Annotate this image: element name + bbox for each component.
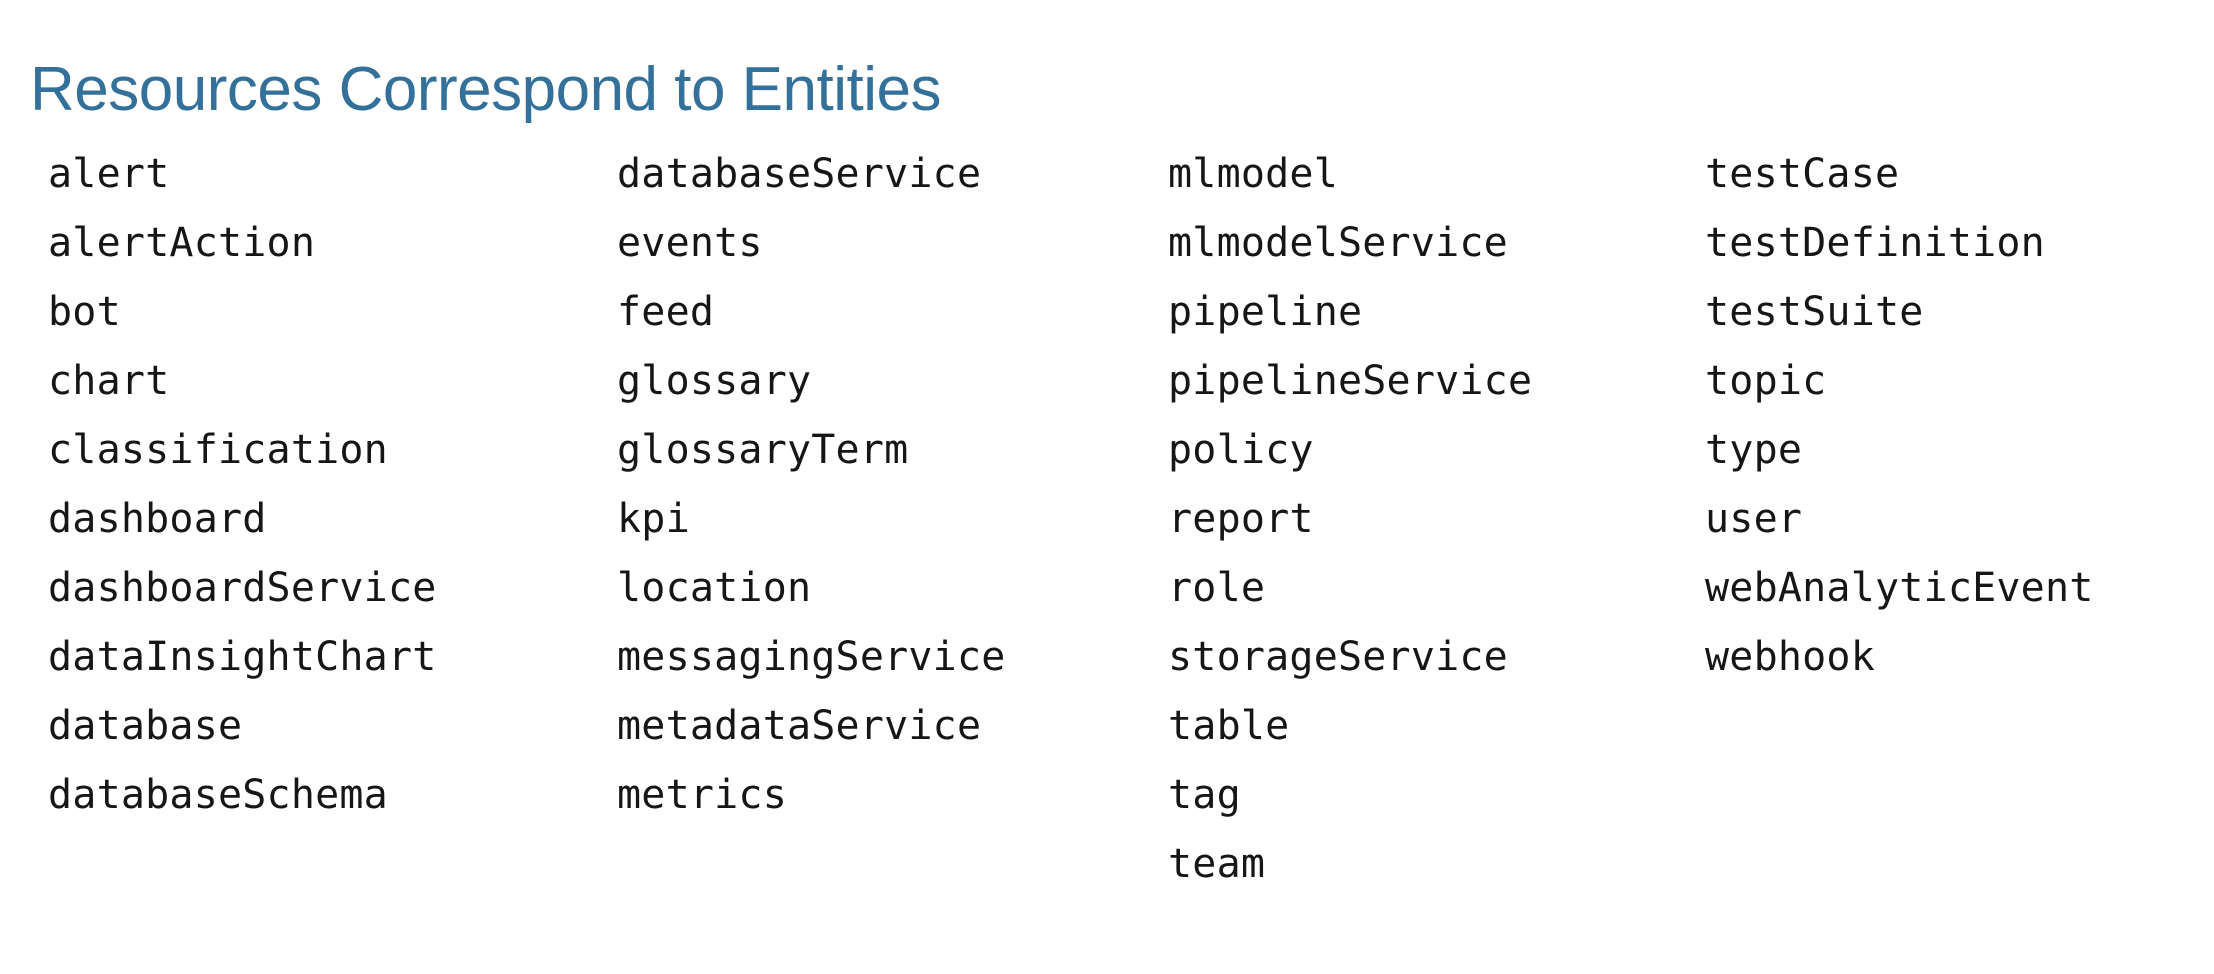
resource-column-2: databaseService events feed glossary glo… — [617, 140, 1168, 830]
resource-item: testDefinition — [1705, 220, 2045, 266]
resource-item: storageService — [1168, 634, 1508, 680]
resource-column-3: mlmodel mlmodelService pipeline pipeline… — [1168, 140, 1705, 899]
resource-column-1: alert alertAction bot chart classificati… — [48, 140, 617, 830]
resource-item: team — [1168, 841, 1266, 887]
resource-item: tag — [1168, 772, 1241, 818]
resource-item: events — [617, 220, 763, 266]
resource-item: glossaryTerm — [617, 427, 909, 473]
resource-column-4: testCase testDefinition testSuite topic … — [1705, 140, 2214, 692]
resource-item: pipelineService — [1168, 358, 1533, 404]
resource-item: table — [1168, 703, 1290, 749]
page-title: Resources Correspond to Entities — [30, 54, 942, 124]
resource-item: pipeline — [1168, 289, 1363, 335]
resource-item: report — [1168, 496, 1314, 542]
resource-item: classification — [48, 427, 388, 473]
resource-item: webhook — [1705, 634, 1875, 680]
resource-item: metadataService — [617, 703, 982, 749]
resource-item: databaseService — [617, 151, 982, 197]
resource-item: location — [617, 565, 812, 611]
resource-item: topic — [1705, 358, 1827, 404]
resource-item: glossary — [617, 358, 812, 404]
resource-item: testSuite — [1705, 289, 1924, 335]
resource-item: dashboardService — [48, 565, 437, 611]
resource-item: testCase — [1705, 151, 1900, 197]
resource-item: policy — [1168, 427, 1314, 473]
resource-item: chart — [48, 358, 170, 404]
resource-item: messagingService — [617, 634, 1006, 680]
resource-item: role — [1168, 565, 1266, 611]
resource-item: kpi — [617, 496, 690, 542]
resource-item: webAnalyticEvent — [1705, 565, 2094, 611]
resource-item: metrics — [617, 772, 787, 818]
resource-item: databaseSchema — [48, 772, 388, 818]
resource-item: type — [1705, 427, 1803, 473]
resource-item: feed — [617, 289, 715, 335]
resource-item: alertAction — [48, 220, 316, 266]
resource-item: user — [1705, 496, 1803, 542]
resource-list: alert alertAction bot chart classificati… — [0, 140, 2214, 899]
resource-item: dashboard — [48, 496, 267, 542]
resource-item: mlmodelService — [1168, 220, 1508, 266]
resource-item: bot — [48, 289, 121, 335]
resource-item: dataInsightChart — [48, 634, 437, 680]
resource-item: mlmodel — [1168, 151, 1338, 197]
resource-item: database — [48, 703, 243, 749]
resource-item: alert — [48, 151, 170, 197]
